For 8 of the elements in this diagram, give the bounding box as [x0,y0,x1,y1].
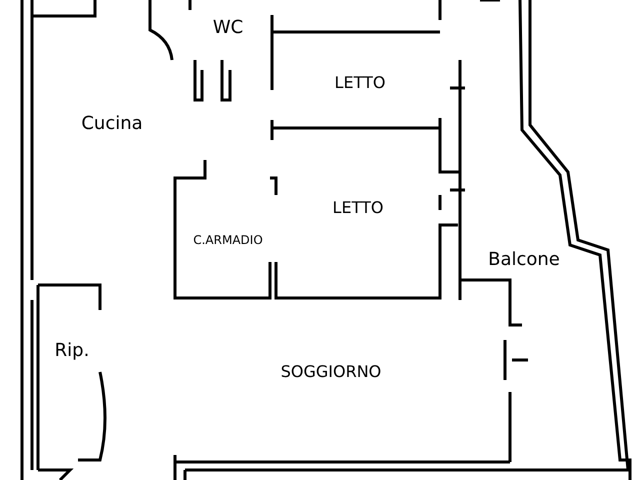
room-label: Rip. [54,342,90,360]
room-label: Cucina [81,115,143,133]
room-label: LETTO [332,200,384,216]
room-label: SOGGIORNO [280,364,382,380]
room-label: WC [212,19,244,37]
room-label: Balcone [488,251,560,269]
room-label: LETTO [334,75,386,91]
room-label: C.ARMADIO [193,234,263,246]
